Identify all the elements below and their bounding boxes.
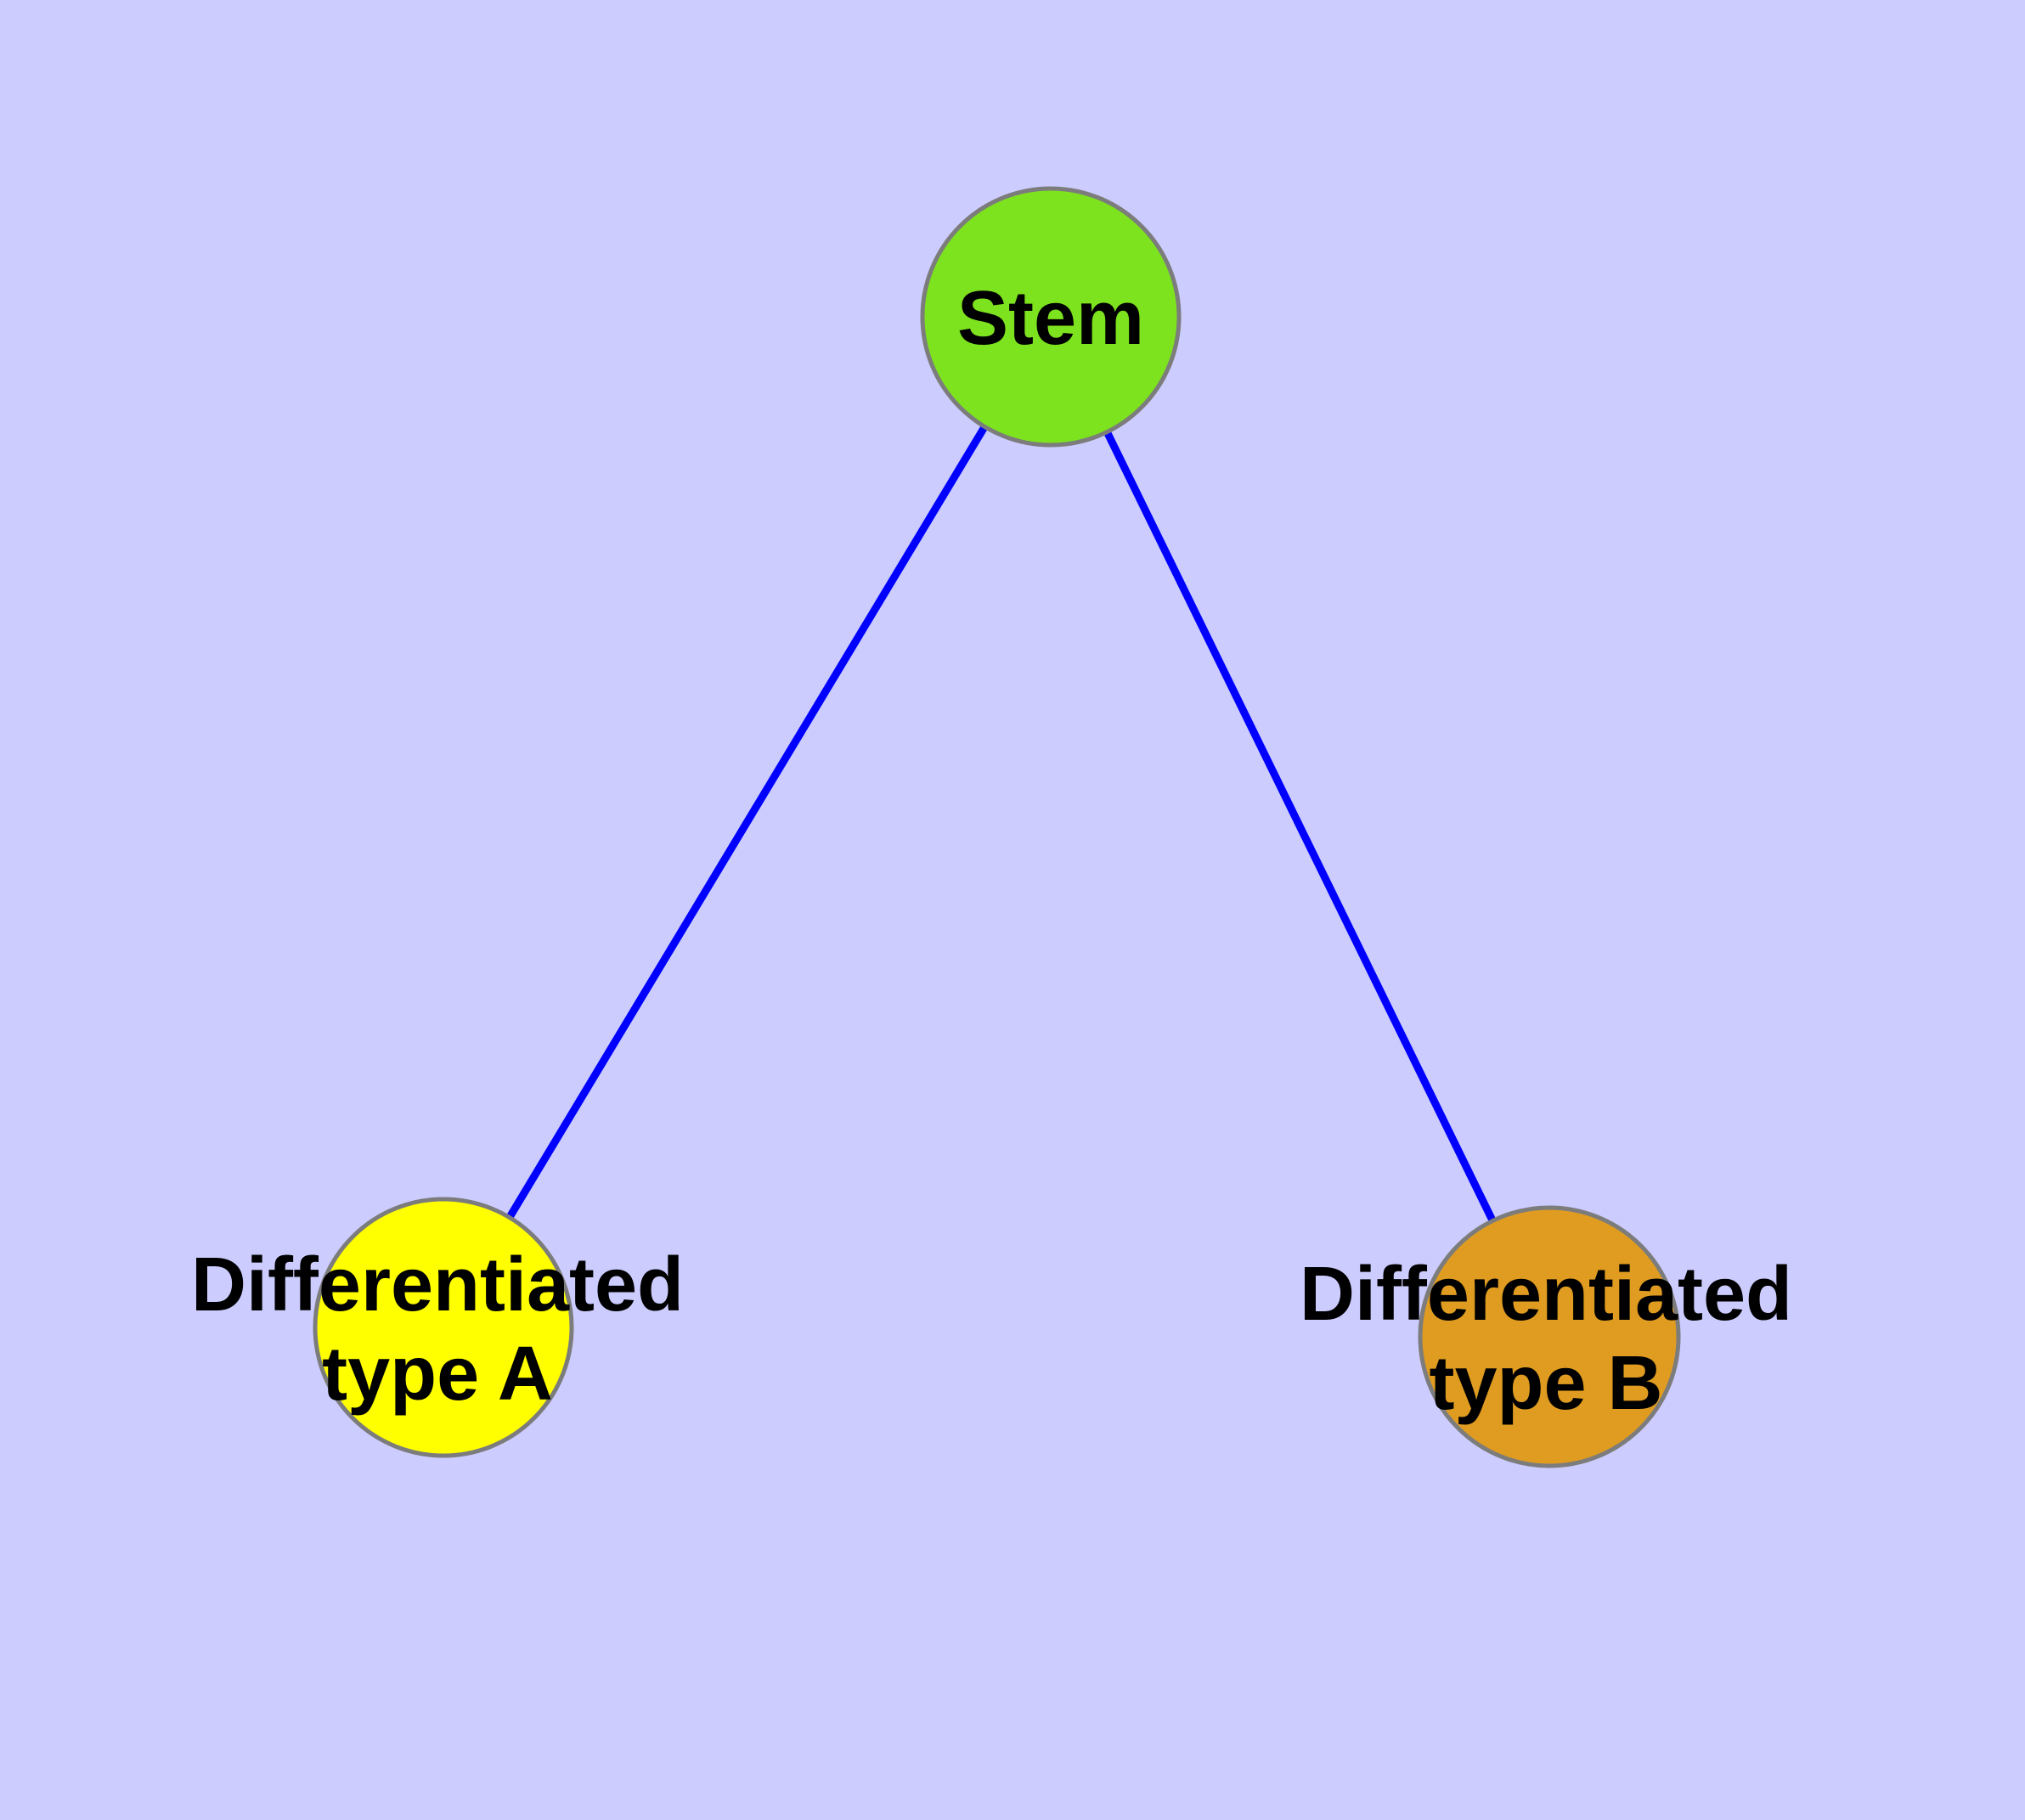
edge-stem-to-type-b <box>1046 315 1554 1338</box>
node-type-b-label-line-1: Differentiated <box>1300 1252 1792 1337</box>
node-type-a-label-line-1: Differentiated <box>191 1242 684 1327</box>
node-type-b-circle <box>1418 1205 1681 1468</box>
node-type-a-circle <box>313 1197 574 1458</box>
node-type-a-label-line-2: type A <box>322 1332 553 1417</box>
node-stem-circle <box>920 186 1182 448</box>
node-type-b-label-line-2: type B <box>1429 1341 1662 1426</box>
edge-stem-to-type-a <box>440 314 1054 1330</box>
node-stem-label: Stem <box>957 276 1144 361</box>
